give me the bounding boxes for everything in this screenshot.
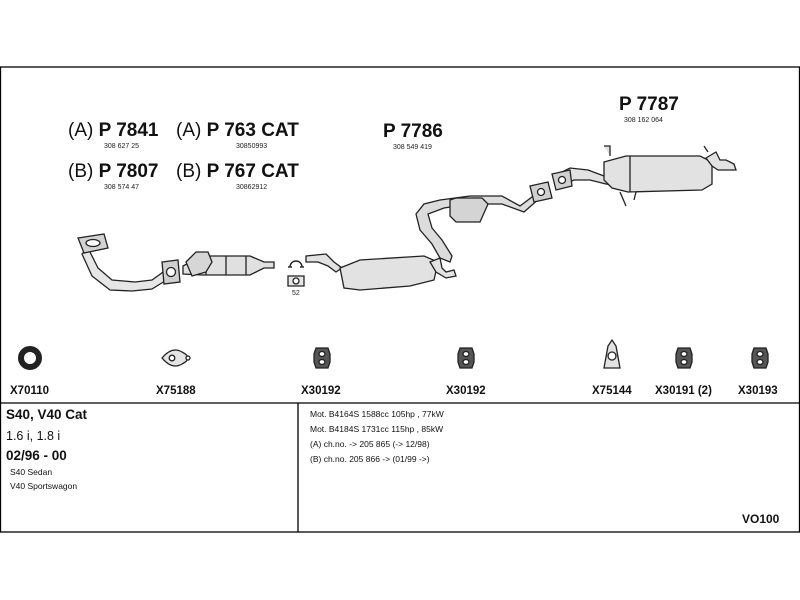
- part-label-p7786: P 7786: [383, 122, 443, 141]
- part-label-p763cat: (A) P 763 CAT: [176, 121, 299, 140]
- chassis-note: (B) ch.no. 205 866 -> (01/99 ->): [310, 454, 430, 464]
- accessory-code: X75188: [156, 385, 196, 397]
- part-label-p7807: (B) P 7807: [68, 162, 159, 181]
- part-label-p767cat: (B) P 767 CAT: [176, 162, 299, 181]
- oe-number: 30862912: [236, 184, 268, 191]
- accessory-code: X30193: [738, 385, 778, 397]
- oe-number: 30850993: [236, 143, 268, 150]
- body-type: S40 Sedan: [10, 467, 53, 477]
- clamp-size-label: 52: [292, 290, 300, 297]
- part-variant: (A): [176, 120, 202, 141]
- oe-number: 308 574 47: [104, 184, 140, 191]
- oe-number: 308 162 064: [624, 117, 663, 124]
- accessory-code: X70110: [10, 385, 50, 397]
- front-pipe-drawing: [77, 233, 181, 292]
- part-number-title: P 7841: [98, 120, 159, 141]
- part-number-title: P 7787: [619, 94, 679, 115]
- engine-sizes: 1.6 i, 1.8 i: [6, 429, 61, 443]
- rear-silencer-drawing: [551, 145, 737, 207]
- catalog-code: VO100: [742, 512, 780, 526]
- part-number-title: P 763 CAT: [206, 120, 299, 141]
- clamp-drawing: [288, 260, 304, 268]
- part-number-title: P 7786: [383, 121, 443, 142]
- chassis-note: (A) ch.no. -> 205 865 (-> 12/98): [310, 439, 430, 449]
- production-years: 02/96 - 00: [6, 448, 67, 463]
- part-number-title: P 767 CAT: [206, 161, 299, 182]
- accessory-code: X75144: [592, 385, 632, 397]
- catalytic-converter-drawing: [182, 251, 275, 277]
- vehicle-model: S40, V40 Cat: [6, 407, 88, 422]
- middle-silencer-drawing: [305, 181, 553, 291]
- part-number-title: P 7807: [98, 161, 159, 182]
- engine-note: Mot. B4184S 1731cc 115hp , 85kW: [310, 424, 444, 434]
- oe-number: 308 627 25: [104, 143, 140, 150]
- body-type: V40 Sportswagon: [10, 481, 78, 491]
- part-label-p7787: P 7787: [619, 95, 679, 114]
- part-variant: (B): [68, 161, 94, 182]
- accessory-icons: [18, 338, 769, 370]
- accessory-code: X30192: [446, 385, 486, 397]
- gasket-drawing: [287, 275, 305, 287]
- accessory-code: X30192: [301, 385, 341, 397]
- oe-number: 308 549 419: [393, 144, 432, 151]
- part-variant: (B): [176, 161, 202, 182]
- engine-note: Mot. B4164S 1588cc 105hp , 77kW: [310, 409, 444, 419]
- accessory-code: X30191 (2): [655, 385, 712, 397]
- part-variant: (A): [68, 120, 94, 141]
- part-label-p7841: (A) P 7841: [68, 121, 159, 140]
